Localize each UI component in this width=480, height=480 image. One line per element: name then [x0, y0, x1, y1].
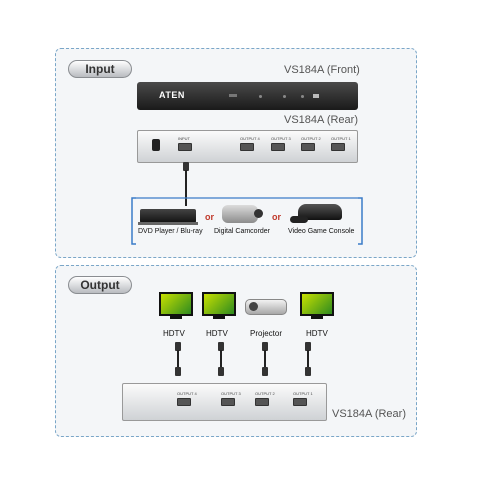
input-title: Input: [68, 60, 132, 78]
hdtv-icon-1: [159, 292, 193, 316]
cable-plug-top-2: [218, 342, 224, 351]
source-label-dvd: DVD Player / Blu-ray: [138, 228, 203, 235]
output-cable-2: [220, 350, 222, 370]
input-port-label: INPUT: [178, 136, 190, 141]
led-indicator-4: [313, 94, 319, 98]
source-label-camcorder: Digital Camcorder: [214, 228, 271, 235]
or-text-2: or: [272, 212, 281, 222]
game-console-icon: [298, 204, 342, 220]
out-hdmi-port-1: [293, 398, 307, 406]
cable-plug-bottom-1: [175, 367, 181, 376]
input-cable: [185, 170, 187, 206]
dvd-player-base-icon: [138, 222, 198, 225]
hdtv-stand-1: [170, 316, 182, 319]
out-hdmi-port-3: [221, 398, 235, 406]
cable-plug-bottom-2: [218, 367, 224, 376]
display-label-4: HDTV: [306, 329, 328, 338]
output-cable-4: [307, 350, 309, 370]
camcorder-icon: [222, 205, 258, 223]
hdtv-stand-2: [213, 316, 225, 319]
output-hdmi-port-1: [331, 143, 345, 151]
output-hdmi-port-2: [301, 143, 315, 151]
led-indicator-1: [259, 95, 262, 98]
display-label-2: HDTV: [206, 329, 228, 338]
output-hdmi-port-4: [240, 143, 254, 151]
out-port-label-4: OUTPUT 4: [177, 391, 197, 396]
cable-plug-bottom-4: [305, 367, 311, 376]
output-hdmi-port-3: [271, 143, 285, 151]
output-cable-1: [177, 350, 179, 370]
vs184a-rear-device-input: INPUT OUTPUT 4 OUTPUT 3 OUTPUT 2 OUTPUT …: [137, 130, 358, 163]
cable-plug-top-3: [262, 342, 268, 351]
power-led-icon: [229, 94, 237, 97]
out-port-label-2: OUTPUT 2: [255, 391, 275, 396]
vs184a-front-device: ATEN: [137, 82, 358, 110]
display-label-3: Projector: [250, 329, 283, 338]
output-cable-3: [264, 350, 266, 370]
aten-logo: ATEN: [159, 90, 185, 100]
input-cable-plug: [183, 162, 189, 171]
cable-plug-bottom-3: [262, 367, 268, 376]
projector-lens-icon: [249, 302, 258, 311]
front-device-label: VS184A (Front): [284, 64, 360, 76]
camcorder-lens-icon: [254, 209, 263, 218]
out-hdmi-port-2: [255, 398, 269, 406]
vs184a-rear-device-output: OUTPUT 4 OUTPUT 3 OUTPUT 2 OUTPUT 1: [122, 383, 327, 421]
hdtv-stand-3: [311, 316, 323, 319]
output-title: Output: [68, 276, 132, 294]
led-indicator-3: [301, 95, 304, 98]
output-port-label-1: OUTPUT 1: [331, 136, 351, 141]
cable-plug-top-4: [305, 342, 311, 351]
or-text-1: or: [205, 212, 214, 222]
game-controller-icon: [290, 216, 308, 223]
output-port-label-4: OUTPUT 4: [240, 136, 260, 141]
source-label-console: Video Game Console: [288, 228, 355, 235]
dvd-player-icon: [140, 209, 196, 223]
rear-device-label-output: VS184A (Rear): [332, 408, 406, 420]
out-port-label-1: OUTPUT 1: [293, 391, 313, 396]
out-hdmi-port-4: [177, 398, 191, 406]
output-port-label-2: OUTPUT 2: [301, 136, 321, 141]
rear-device-label-input: VS184A (Rear): [284, 114, 358, 126]
input-hdmi-port: [178, 143, 192, 151]
cable-plug-top-1: [175, 342, 181, 351]
display-label-1: HDTV: [163, 329, 185, 338]
output-port-label-3: OUTPUT 3: [271, 136, 291, 141]
hdtv-icon-2: [202, 292, 236, 316]
hdtv-icon-3: [300, 292, 334, 316]
led-indicator-2: [283, 95, 286, 98]
out-port-label-3: OUTPUT 3: [221, 391, 241, 396]
dc-power-jack: [152, 139, 160, 151]
